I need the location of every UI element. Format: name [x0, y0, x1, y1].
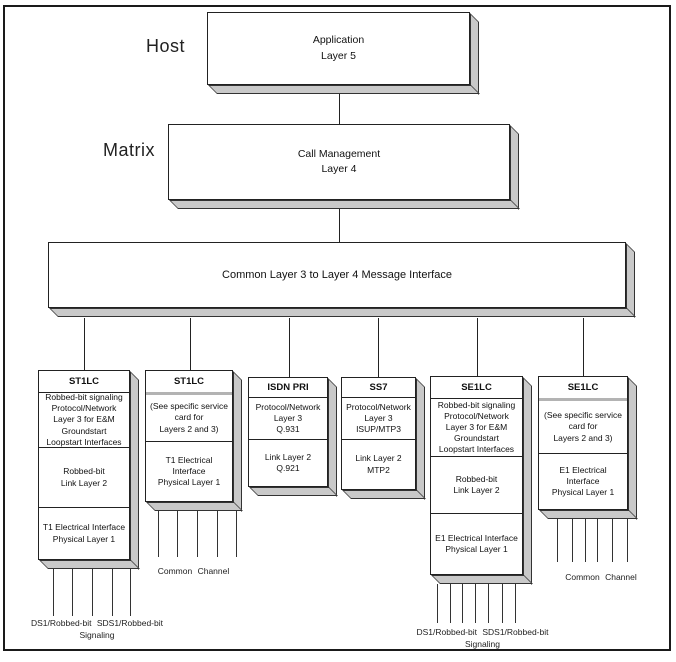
call-management-box-label: Call Management Layer 4 — [168, 124, 510, 200]
trunk-line — [475, 584, 476, 623]
box-shadow-bottom — [539, 510, 638, 519]
card-st1lc-1: ST1LC Robbed-bit signaling Protocol/Netw… — [38, 370, 140, 570]
card-title: SE1LC — [461, 382, 492, 393]
trunk-line — [236, 511, 237, 557]
trunk-line — [92, 569, 93, 616]
card-title: ST1LC — [146, 371, 232, 395]
box-shadow-right — [626, 243, 635, 318]
box-shadow-bottom — [49, 308, 636, 317]
card-section-layer2: Link Layer 2 MTP2 — [342, 439, 415, 489]
box-shadow-bottom — [169, 200, 520, 209]
card-section-layer3: Protocol/Network Layer 3 Q.931 — [249, 397, 327, 439]
card-section-layer1: T1 Electrical Interface Physical Layer 1 — [39, 507, 129, 559]
trunk-line — [572, 519, 573, 562]
box-shadow-bottom — [431, 575, 533, 584]
trunk-line — [158, 511, 159, 557]
box-shadow-bottom — [342, 490, 426, 499]
card-title: SS7 — [369, 382, 388, 393]
common-interface-box-label: Common Layer 3 to Layer 4 Message Interf… — [48, 242, 626, 308]
card-section-layer2: Link Layer 2 Q.921 — [249, 439, 327, 486]
trunk-line — [72, 569, 73, 616]
card-se1lc-2: SE1LC (See specific service card for Lay… — [538, 376, 638, 520]
trunk-line — [450, 584, 451, 623]
trunk-label-common-channel-left: Common Channel — [157, 566, 230, 576]
connector-common-card6 — [583, 318, 584, 377]
card-section-layer1: E1 Electrical Interface Physical Layer 1 — [539, 453, 627, 509]
call-management-box: Call Management Layer 4 — [168, 124, 520, 210]
trunk-line — [217, 511, 218, 557]
card-section-layer2: Robbed-bit Link Layer 2 — [39, 447, 129, 507]
connector-application-callmanagement — [339, 85, 340, 125]
trunk-line — [612, 519, 613, 562]
trunk-line — [437, 584, 438, 623]
box-shadow-bottom — [208, 85, 480, 94]
trunk-line — [112, 569, 113, 616]
card-section-layer3: Robbed-bit signaling Protocol/Network La… — [431, 398, 522, 456]
trunk-line — [177, 511, 178, 557]
card-section-layer1: T1 Electrical Interface Physical Layer 1 — [146, 441, 232, 501]
trunk-line — [597, 519, 598, 562]
host-label: Host — [146, 36, 186, 56]
box-shadow-bottom — [39, 560, 140, 569]
box-shadow-bottom — [146, 502, 243, 511]
trunk-line — [488, 584, 489, 623]
connector-common-card3 — [289, 318, 290, 377]
connector-common-card1 — [84, 318, 85, 371]
trunk-label-ds1-right: DS1/Robbed-bit SDS1/Robbed-bit Signaling — [416, 627, 549, 649]
card-title: ST1LC — [68, 376, 100, 387]
trunk-label-ds1-left: DS1/Robbed-bit SDS1/Robbed-bit Signaling — [31, 618, 163, 640]
box-shadow-right — [233, 371, 242, 512]
card-se1lc-1: SE1LC Robbed-bit signaling Protocol/Netw… — [430, 376, 533, 585]
trunk-line — [515, 584, 516, 623]
trunk-line — [53, 569, 54, 616]
connector-common-card4 — [378, 318, 379, 377]
trunk-line — [462, 584, 463, 623]
box-shadow-right — [628, 377, 637, 520]
box-shadow-right — [328, 378, 337, 497]
card-section-layer2: Robbed-bit Link Layer 2 — [431, 456, 522, 513]
card-section-layer1: E1 Electrical Interface Physical Layer 1 — [431, 513, 522, 574]
card-isdn-pri: ISDN PRI Protocol/Network Layer 3 Q.931 … — [248, 377, 338, 497]
trunk-label-common-channel-right: Common Channel — [565, 572, 637, 582]
card-section-layer3: Robbed-bit signaling Protocol/Network La… — [39, 392, 129, 447]
trunk-line — [197, 511, 198, 557]
card-st1lc-2: ST1LC (See specific service card for Lay… — [145, 370, 243, 512]
trunk-line — [557, 519, 558, 562]
outer-border — [3, 5, 671, 651]
matrix-label: Matrix — [103, 140, 155, 160]
card-title: ISDN PRI — [267, 382, 309, 393]
box-shadow-right — [416, 378, 425, 500]
common-interface-box: Common Layer 3 to Layer 4 Message Interf… — [48, 242, 636, 318]
card-section-layer3: Protocol/Network Layer 3 ISUP/MTP3 — [342, 397, 415, 439]
box-shadow-right — [470, 13, 479, 95]
box-shadow-bottom — [249, 487, 338, 496]
card-ss7: SS7 Protocol/Network Layer 3 ISUP/MTP3 L… — [341, 377, 426, 500]
box-shadow-right — [510, 125, 519, 210]
box-shadow-right — [523, 377, 532, 585]
connector-common-card5 — [477, 318, 478, 377]
connector-common-card2 — [190, 318, 191, 371]
card-title: SE1LC — [539, 377, 627, 401]
trunk-line — [585, 519, 586, 562]
card-section-note: (See specific service card for Layers 2 … — [150, 401, 228, 434]
trunk-line — [130, 569, 131, 616]
trunk-line — [502, 584, 503, 623]
connector-callmanagement-common — [339, 200, 340, 243]
trunk-line — [627, 519, 628, 562]
card-section-note: (See specific service card for Layers 2 … — [544, 410, 622, 443]
application-box-label: Application Layer 5 — [207, 12, 470, 85]
application-box: Application Layer 5 — [207, 12, 480, 95]
box-shadow-right — [130, 371, 139, 570]
